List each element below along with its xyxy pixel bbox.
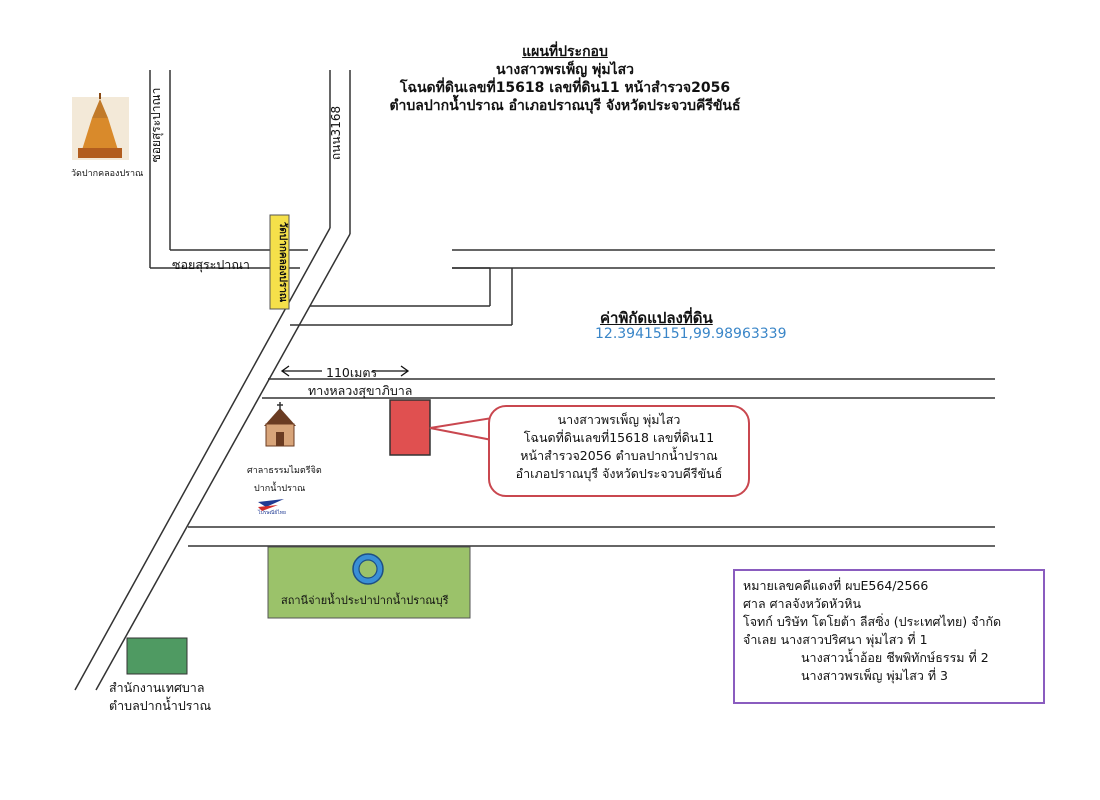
post-logo-text: ไปรษณีย์ไทย (258, 510, 286, 516)
soi-surapana-vertical-label: ซอยสุระปาณา (149, 88, 164, 163)
callout-line-1: นางสาวพรเพ็ญ พุ่มไสว (557, 412, 681, 427)
defendant-2: นางสาวน้ำอ้อย ชีพพิทักษ์ธรรม ที่ 2 (801, 650, 989, 665)
title-line-3: โฉนดที่ดินเลขที่15618 เลขที่ดิน11 หน้าสำ… (399, 80, 731, 96)
sukhaphiban-label: ทางหลวงสุขาภิบาล (308, 383, 413, 398)
callout-line-4: อำเภอปราณบุรี จังหวัดประจวบคีรีขันธ์ (515, 466, 723, 481)
church-label-line2: ปากน้ำปราณ (254, 484, 306, 494)
title-line-2: นางสาวพรเพ็ญ พุ่มไสว (495, 62, 634, 78)
bubble-pointer (429, 416, 493, 442)
temple-label: วัดปากคลองปราณ (71, 169, 144, 179)
upper-roads (290, 249, 995, 326)
owner-callout: นางสาวพรเพ็ญ พุ่มไสว โฉนดที่ดินเลขที่156… (488, 405, 750, 497)
coordinates-heading: ค่าพิกัดแปลงที่ดิน (600, 309, 713, 327)
map-title: แผนที่ประกอบ นางสาวพรเพ็ญ พุ่มไสว โฉนดที… (380, 43, 750, 115)
temple-icon (72, 93, 129, 160)
yellow-sign-label: วัดปากคลองปราณ (277, 222, 289, 303)
thailand-post-logo (258, 499, 284, 511)
court-name: ศาล ศาลจังหวัดหัวหิน (743, 596, 862, 611)
distance-label: 110เมตร (326, 365, 378, 380)
callout-line-3: หน้าสำรวจ2056 ตำบลปากน้ำปราณ (520, 448, 718, 463)
municipality-building (126, 637, 188, 675)
sukhaphiban-road (262, 378, 995, 399)
plaintiff: โจทก์ บริษัท โตโยต้า ลีสซิ่ง (ประเทศไทย)… (743, 614, 1002, 629)
municipality-label-line1: สำนักงานเทศบาล (109, 680, 205, 695)
soi-surapana-horizontal-label: ซอยสุระปาณา (172, 257, 250, 272)
title-line-1: แผนที่ประกอบ (522, 44, 608, 60)
lower-road (188, 526, 995, 547)
title-line-4: ตำบลปากน้ำปราณ อำเภอปราณบุรี จังหวัดประจ… (389, 98, 741, 114)
yellow-temple-sign (269, 214, 290, 310)
case-number: หมายเลขคดีแดงที่ ผบE564/2566 (743, 578, 929, 593)
municipality-label-line2: ตำบลปากน้ำปราณ (109, 698, 212, 713)
defendant-1: จำเลย นางสาวปริศนา พุ่มไสว ที่ 1 (743, 632, 928, 647)
road-3168-label: ถนน3168 (329, 106, 343, 160)
callout-line-2: โฉนดที่ดินเลขที่15618 เลขที่ดิน11 (523, 430, 715, 445)
land-parcel (389, 399, 431, 456)
church-icon (264, 402, 296, 447)
water-station-label: สถานีจ่ายน้ำประปาปากน้ำปราณบุรี (281, 594, 449, 607)
coordinates-value: 12.39415151,99.98963339 (595, 326, 787, 342)
case-info-box: หมายเลขคดีแดงที่ ผบE564/2566 ศาล ศาลจังห… (733, 569, 1045, 704)
defendant-3: นางสาวพรเพ็ญ พุ่มไสว ที่ 3 (801, 668, 948, 683)
church-label-line1: ศาลาธรรมไมตรีจิต (247, 466, 322, 476)
distance-arrow (280, 365, 410, 377)
